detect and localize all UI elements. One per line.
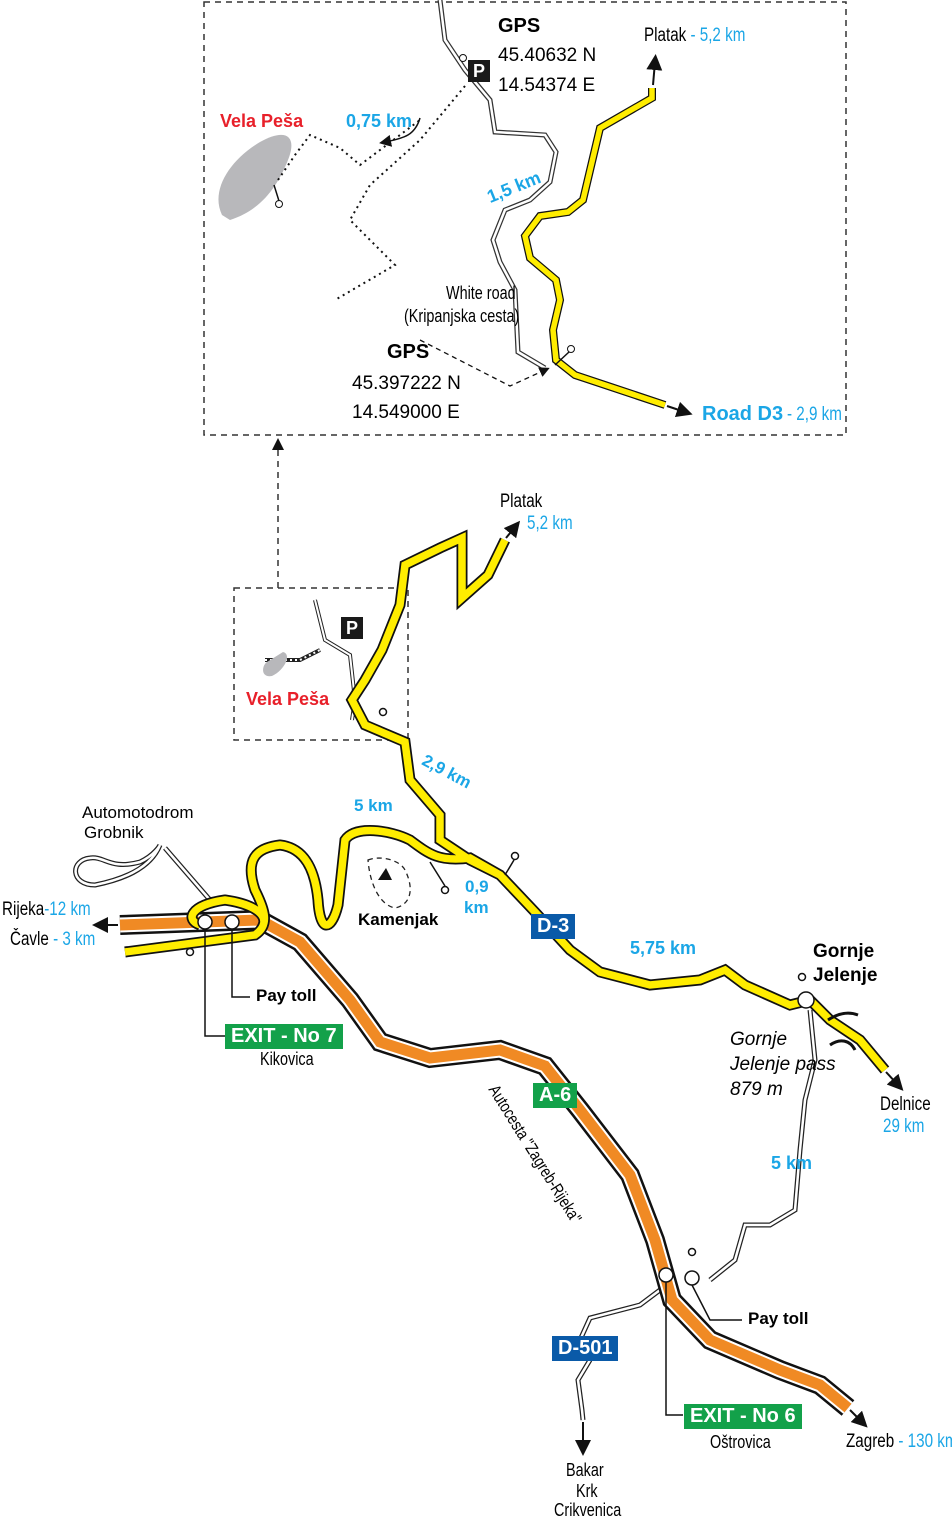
road-sign-a6: A-6 [533,1083,578,1108]
peak-icon [378,868,392,880]
ostrovica-label: Oštrovica [710,1432,771,1452]
road-sign-d501: D-501 [552,1336,619,1361]
highway-a6 [119,909,855,1416]
hiking-trail [277,85,466,301]
pass-elevation: 879 m [730,1079,783,1100]
zagreb-distance: - 130 km [898,1431,952,1452]
jelenje-label: Jelenje [813,965,878,986]
vela-pesa-label: Vela Peša [246,689,330,709]
pass-name-1: Gornje [730,1029,788,1050]
cavle-distance: - 3 km [53,929,96,950]
road-d3-distance: - 2,9 km [787,404,843,425]
crikvenica-label: Crikvenica [554,1500,622,1520]
distance-075-km: 0,75 km [346,111,413,131]
pay-toll-label-2: Pay toll [748,1309,809,1328]
automotodrom-label: Automotodrom [82,803,194,822]
kikovica-label: Kikovica [260,1049,314,1069]
white-road-label: White road [446,283,516,303]
gps-label-junction: GPS [387,341,430,363]
distance-5-km-right: 5 km [771,1153,813,1173]
distance-575-km: 5,75 km [630,938,697,958]
white-road-name: (Kripanjska cesta) [404,306,520,326]
platak-distance-main: 5,2 km [527,513,573,534]
cavle-text: Čavle [10,929,49,950]
delnice-distance: 29 km [883,1116,925,1137]
parking-icon: P [468,60,490,82]
road-sign-d3: D-3 [531,914,576,939]
road-d3 [124,529,890,1074]
distance-09: 0,9 [465,877,489,896]
gornje-label: Gornje [813,941,875,962]
road-d3-text: Road D3 [702,403,784,425]
platak-distance: - 5,2 km [690,25,746,46]
rijeka-text: Rijeka [2,899,45,920]
delnice-label: Delnice [880,1094,931,1115]
platak-label-inset: Platak - 5,2 km [644,26,745,46]
road-d3-label-inset: Road D3- 2,9 km [702,404,856,425]
platak-label: Platak [500,491,543,512]
gps-lat-junction: 45.397222 N [352,373,461,394]
gps-label-parking: GPS [498,15,541,37]
local-roads [263,599,818,1456]
vela-pesa-label-inset: Vela Peša [220,111,304,131]
grobnik-label: Grobnik [84,823,144,842]
parking-icon-main: P [341,617,363,639]
cavle-label: Čavle - 3 km [10,930,95,950]
kamenjak-label: Kamenjak [358,910,439,929]
rijeka-label: Rijeka-12 km [2,900,91,920]
exit-6-sign: EXIT - No 6 [684,1404,802,1429]
platak-text: Platak [644,25,687,46]
gps-lon-parking: 14.54374 E [498,75,596,96]
kamenjak-outline [367,857,411,909]
zagreb-text: Zagreb [846,1431,895,1452]
distance-09-unit: km [464,898,489,917]
pay-toll-label-1: Pay toll [256,986,317,1005]
lake-vela-pesa [218,134,292,220]
gps-lon-junction: 14.549000 E [352,402,460,423]
bakar-label: Bakar [566,1460,604,1480]
gps-lat-parking: 45.40632 N [498,45,597,66]
inset-frame [203,1,847,436]
rijeka-distance: -12 km [44,899,91,920]
zagreb-label: Zagreb - 130 km [846,1432,952,1452]
pass-name-2: Jelenje pass [730,1054,836,1075]
distance-5-km-top: 5 km [354,796,393,815]
krk-label: Krk [576,1481,598,1501]
exit-7-sign: EXIT - No 7 [225,1024,343,1049]
zoom-area-frame [233,587,409,741]
automotodrom-track [73,843,212,902]
